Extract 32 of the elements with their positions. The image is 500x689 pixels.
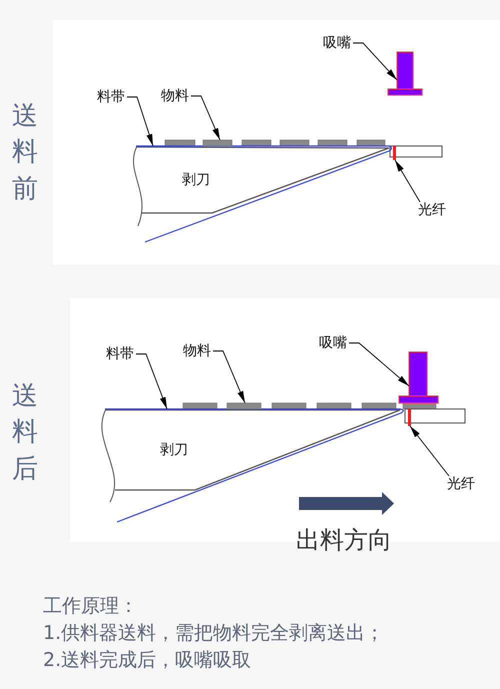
carrier-tape bbox=[105, 408, 404, 523]
suction-nozzle bbox=[398, 352, 438, 404]
callout-label: 光纤 bbox=[447, 477, 475, 491]
blade-label: 剥刀 bbox=[160, 443, 188, 457]
leader-line bbox=[190, 96, 220, 140]
note-heading: 工作原理： bbox=[43, 596, 138, 617]
fiber-sensor bbox=[408, 409, 411, 426]
callout-label: 吸嘴 bbox=[319, 336, 347, 350]
callout-label: 料带 bbox=[106, 347, 134, 361]
callout-label: 吸嘴 bbox=[323, 36, 351, 50]
component-block bbox=[226, 402, 262, 410]
side-title: 送料前 bbox=[12, 100, 38, 206]
side-title: 送料后 bbox=[12, 380, 38, 486]
blade-label: 剥刀 bbox=[182, 173, 210, 187]
leader-line bbox=[212, 350, 246, 404]
callout-label: 料带 bbox=[97, 90, 125, 104]
callout-label: 物料 bbox=[183, 344, 211, 358]
leader-line bbox=[394, 160, 420, 202]
leader-line bbox=[410, 426, 450, 476]
direction-label: 出料方向 bbox=[296, 527, 392, 554]
note-text: 1.供料器送料，需把物料完全剥离送出； bbox=[43, 623, 384, 644]
leader-line bbox=[126, 96, 154, 146]
leader-line bbox=[136, 354, 168, 410]
note-text: 2.送料完成后，吸嘴吸取 bbox=[43, 650, 252, 671]
carrier-tape bbox=[136, 145, 392, 243]
callout-label: 物料 bbox=[161, 89, 189, 103]
leader-line bbox=[352, 42, 398, 80]
callout-label: 光纤 bbox=[418, 203, 446, 217]
suction-nozzle bbox=[388, 52, 422, 96]
fiber-sensor bbox=[393, 146, 396, 160]
component-block bbox=[202, 140, 232, 146]
leader-line bbox=[348, 342, 410, 386]
